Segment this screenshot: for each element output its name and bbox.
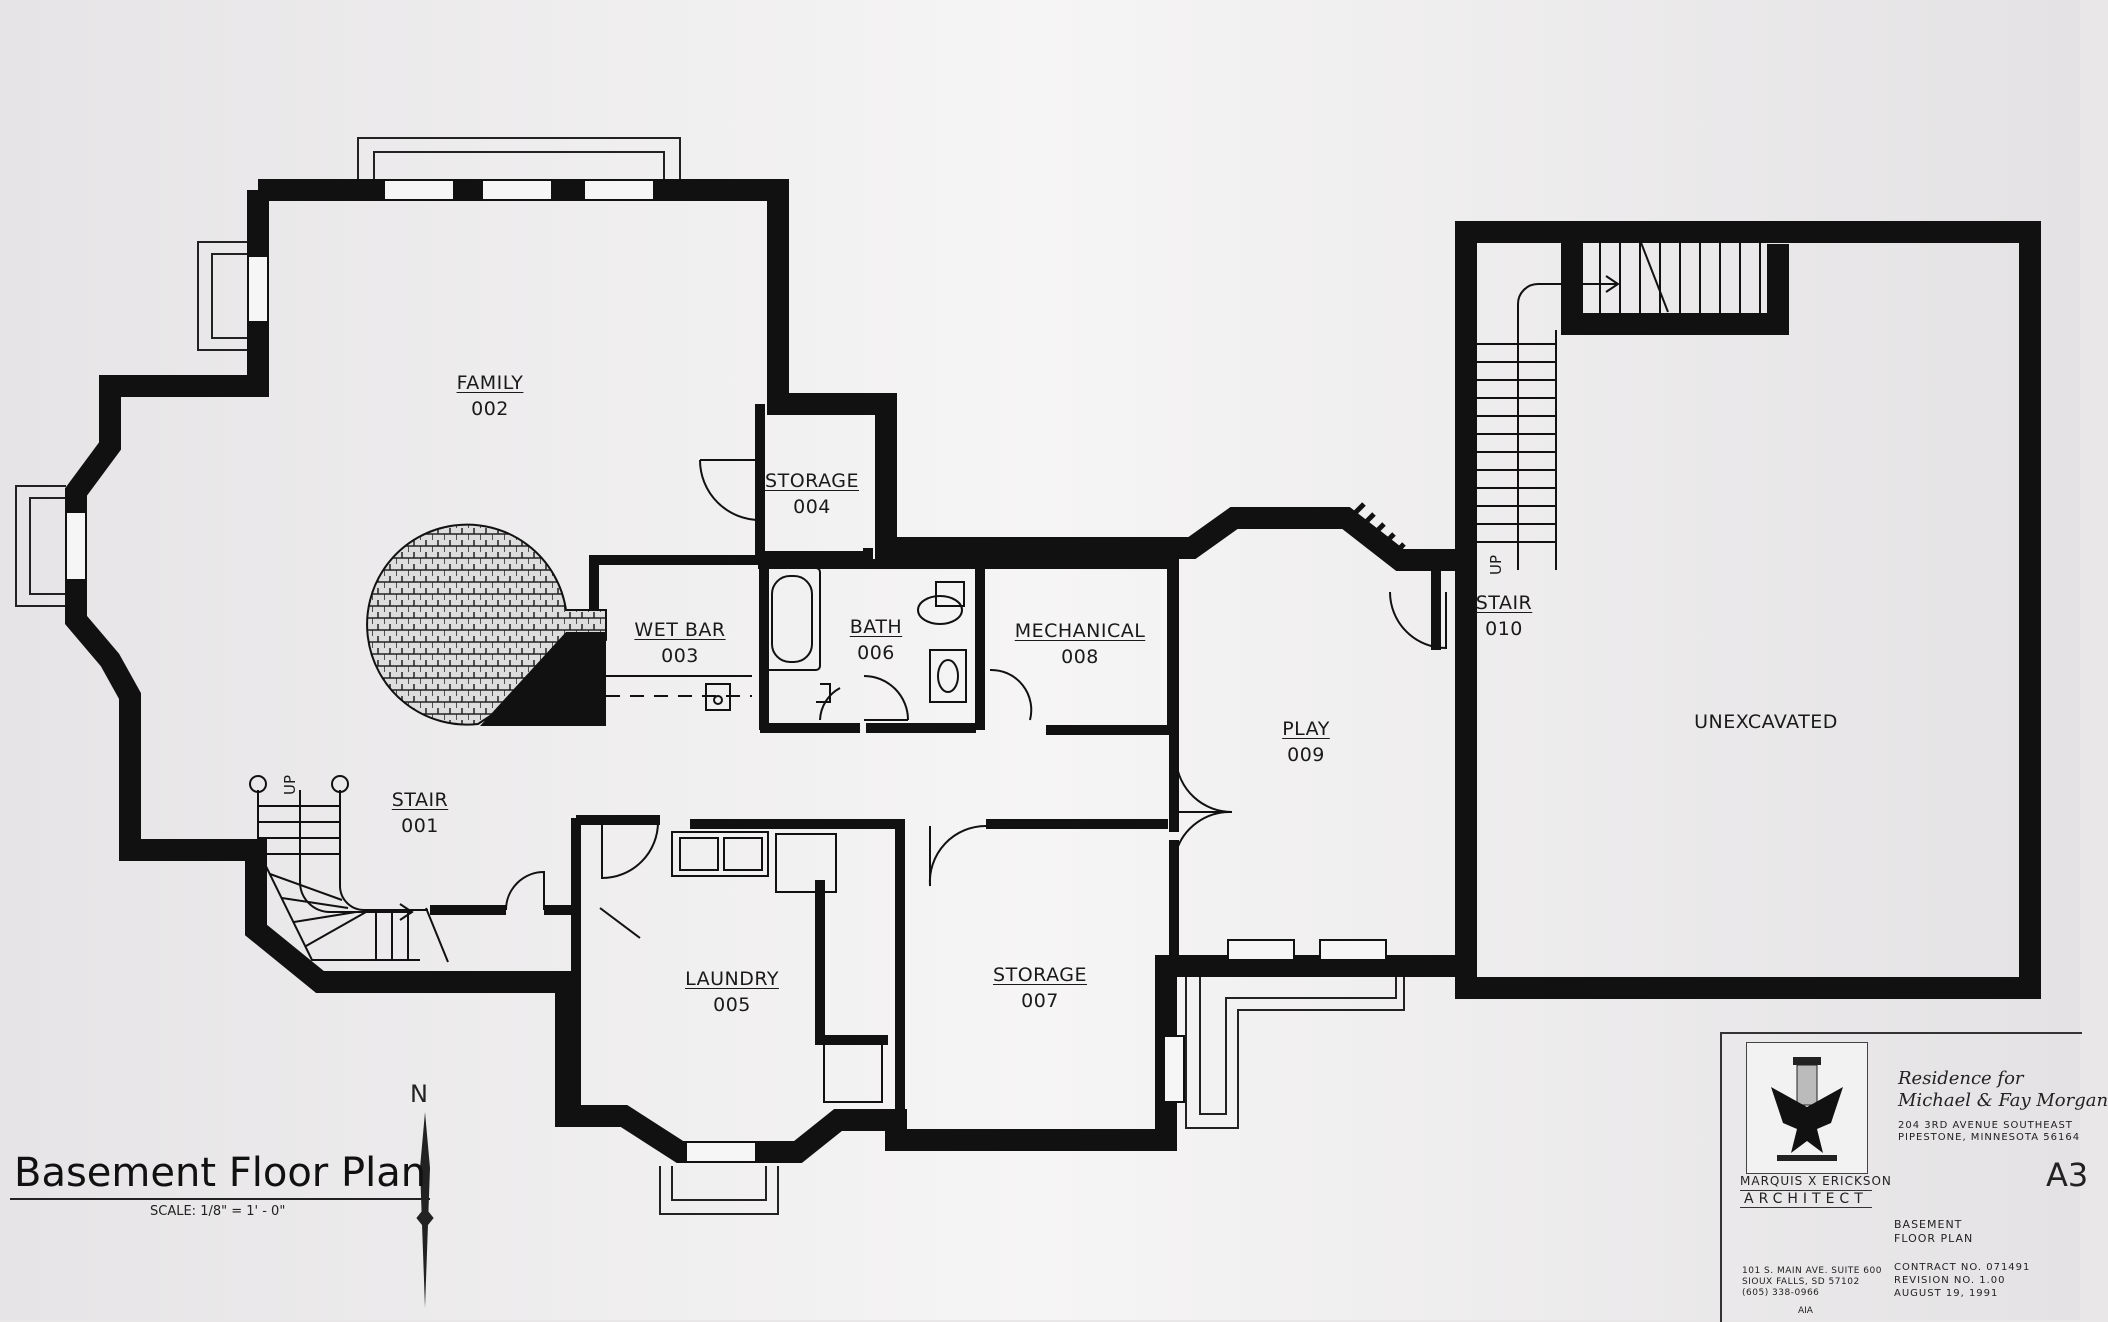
- address-line-1: 204 3RD AVENUE SOUTHEAST: [1898, 1120, 2073, 1131]
- room-number: 005: [713, 994, 751, 1016]
- architect-subtitle: ARCHITECT: [1740, 1190, 1872, 1208]
- client-line-1: Residence for: [1898, 1068, 2024, 1089]
- stair-010-landing-treads: [1352, 502, 1406, 556]
- room-unexcavated: UNEXCAVATED: [1694, 709, 1838, 735]
- room-name: PLAY: [1282, 718, 1330, 740]
- drawing-title: Basement Floor Plan: [10, 1150, 431, 1200]
- room-number: 001: [401, 815, 439, 837]
- aia-mark: AIA: [1798, 1306, 1813, 1316]
- architect-logo: [1746, 1042, 1868, 1174]
- room-number: 002: [471, 398, 509, 420]
- door-swings: [505, 459, 1447, 939]
- wet-bar-counter: [606, 675, 752, 711]
- revision-number: REVISION NO. 1.00: [1894, 1275, 2006, 1286]
- room-bath: BATH 006: [850, 614, 902, 666]
- sheet-title: BASEMENT FLOOR PLAN: [1894, 1218, 1973, 1246]
- room-name: MECHANICAL: [1014, 620, 1146, 642]
- windows: [65, 179, 1387, 1163]
- north-arrow-icon: [416, 1112, 434, 1308]
- room-number: 007: [1021, 990, 1059, 1012]
- room-name: STAIR: [1475, 592, 1533, 614]
- stair-010-treads: [1475, 239, 1761, 570]
- bay-window-outlines: [15, 137, 1405, 1215]
- room-name: BATH: [849, 616, 903, 638]
- room-mechanical: MECHANICAL 008: [1015, 618, 1146, 670]
- sheet-number: A3: [2046, 1156, 2089, 1194]
- office-address-line-2: SIOUX FALLS, SD 57102: [1742, 1277, 1860, 1287]
- room-number: 006: [857, 642, 895, 664]
- room-name: FAMILY: [456, 372, 524, 394]
- stair-001-up-label: UP: [281, 774, 300, 796]
- room-number: 003: [661, 645, 699, 667]
- sheet-title-line-1: BASEMENT: [1894, 1218, 1963, 1231]
- exterior-walls: [65, 179, 2041, 1163]
- client-name: Residence for Michael & Fay Morgan: [1898, 1068, 2108, 1112]
- room-number: 009: [1287, 744, 1325, 766]
- room-family: FAMILY 002: [457, 370, 524, 422]
- north-label: N: [410, 1080, 428, 1108]
- room-stair-010: STAIR 010: [1476, 590, 1533, 642]
- title-block: Residence for Michael & Fay Morgan 204 3…: [1720, 1032, 2108, 1322]
- stair-010-up-label: UP: [1487, 554, 1506, 576]
- drawing-scale: SCALE: 1/8" = 1' - 0": [150, 1204, 286, 1219]
- architect-name: MARQUIS X ERICKSON: [1740, 1174, 1892, 1188]
- room-number: 004: [793, 496, 831, 518]
- room-laundry: LAUNDRY 005: [685, 966, 779, 1018]
- sheet-title-line-2: FLOOR PLAN: [1894, 1232, 1974, 1245]
- address-line-2: PIPESTONE, MINNESOTA 56164: [1898, 1132, 2081, 1143]
- fireplace: [366, 523, 607, 726]
- interior-walls: [430, 404, 1441, 1140]
- drawing-date: AUGUST 19, 1991: [1894, 1288, 1999, 1299]
- contract-number: CONTRACT NO. 071491: [1894, 1262, 2031, 1273]
- eagle-column-logo-icon: [1771, 1057, 1843, 1161]
- office-address-line-1: 101 S. MAIN AVE. SUITE 600: [1742, 1266, 1882, 1276]
- room-number: 008: [1061, 646, 1099, 668]
- room-name: WET BAR: [634, 619, 726, 641]
- client-line-2: Michael & Fay Morgan: [1898, 1090, 2108, 1111]
- room-name: UNEXCAVATED: [1694, 711, 1838, 733]
- office-phone: (605) 338-0966: [1742, 1288, 1820, 1298]
- room-name: LAUNDRY: [685, 968, 779, 990]
- stair-001-treads: [249, 775, 449, 963]
- room-storage-004: STORAGE 004: [765, 468, 859, 520]
- room-storage-007: STORAGE 007: [993, 962, 1087, 1014]
- bath-fixtures: [763, 567, 967, 703]
- room-name: STAIR: [391, 789, 449, 811]
- room-stair-001: STAIR 001: [392, 787, 449, 839]
- room-name: STORAGE: [765, 470, 859, 492]
- room-play: PLAY 009: [1282, 716, 1330, 768]
- room-number: 010: [1485, 618, 1523, 640]
- room-name: STORAGE: [993, 964, 1087, 986]
- laundry-fixtures: [671, 831, 883, 1103]
- room-wet-bar: WET BAR 003: [634, 617, 725, 669]
